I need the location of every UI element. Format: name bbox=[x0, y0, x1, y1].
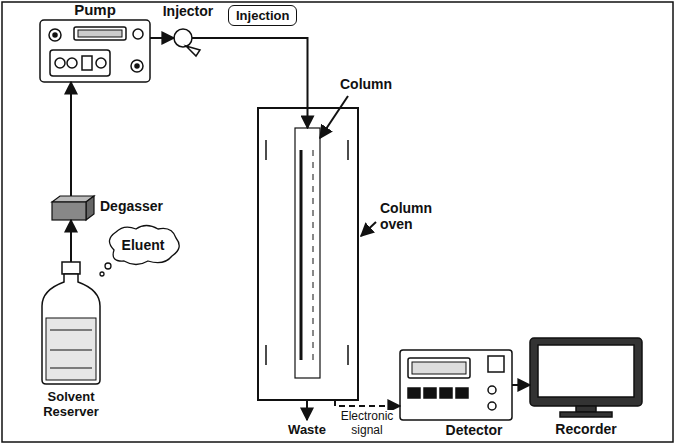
detector-drawing bbox=[400, 350, 512, 420]
detector-node: Detector bbox=[400, 350, 512, 420]
node-label: Pump bbox=[40, 1, 150, 18]
node-label: Eluent bbox=[108, 237, 178, 253]
thought-cloud bbox=[100, 226, 179, 277]
column-oven-drawing bbox=[258, 96, 376, 420]
outlet-label: Waste bbox=[280, 423, 334, 438]
node-label: Column oven bbox=[380, 200, 440, 232]
signal-connector bbox=[335, 400, 400, 406]
flow-connector bbox=[192, 38, 308, 128]
flow-connector bbox=[70, 82, 72, 196]
flow-connector bbox=[150, 37, 174, 39]
oven-node: Column ovenColumn bbox=[258, 108, 358, 400]
node-label: Degasser bbox=[100, 198, 180, 214]
pump-node: Pump bbox=[40, 20, 150, 82]
degasser-node: Degasser bbox=[52, 196, 94, 220]
node-label: Detector bbox=[436, 422, 512, 438]
node-label: Column bbox=[340, 76, 410, 92]
flow-connector bbox=[70, 220, 72, 262]
cloud-node: Eluent bbox=[108, 228, 178, 264]
bottle-node: Solvent Reserver bbox=[40, 262, 102, 384]
degasser-drawing bbox=[52, 196, 94, 220]
node-label: Injector bbox=[152, 3, 224, 19]
node-label: Solvent Reserver bbox=[22, 390, 120, 420]
recorder-monitor bbox=[530, 338, 642, 417]
solvent-bottle bbox=[42, 262, 100, 384]
column-node: Column bbox=[295, 128, 320, 378]
node-label: Recorder bbox=[530, 421, 642, 437]
edge-label: Electronic signal bbox=[336, 410, 398, 438]
pump-drawing bbox=[40, 20, 150, 82]
injector-valve bbox=[174, 29, 200, 56]
callout-box: Injection bbox=[228, 5, 297, 26]
node-label: Injection bbox=[236, 8, 289, 23]
flow-connector bbox=[512, 384, 530, 386]
injector-node: Injector bbox=[174, 29, 192, 47]
recorder-node: Recorder bbox=[530, 338, 642, 418]
